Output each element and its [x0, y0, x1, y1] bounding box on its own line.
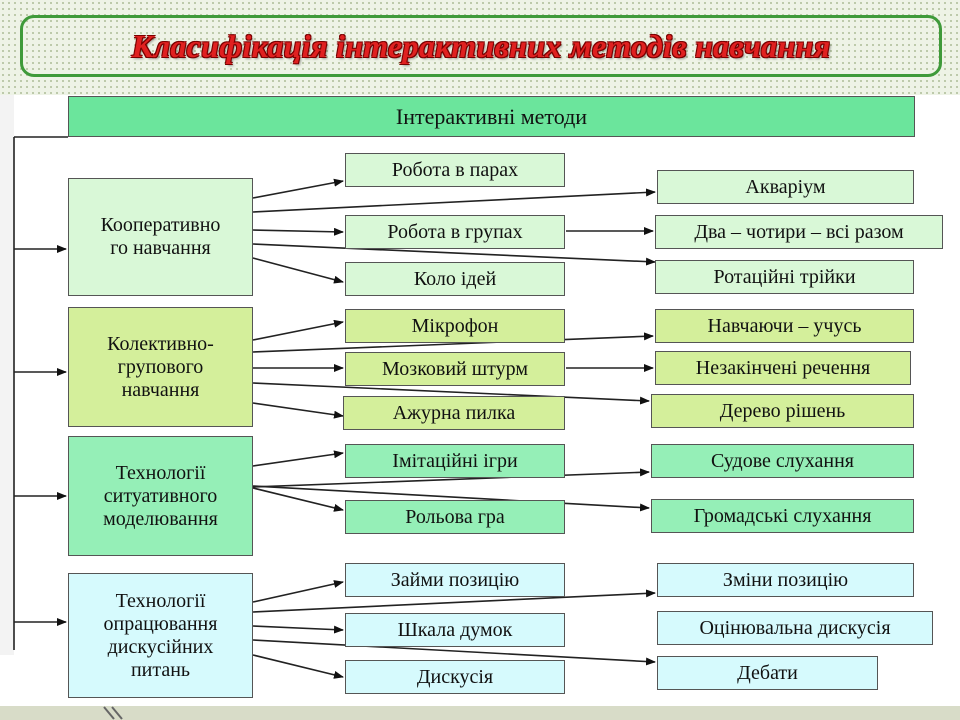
method-node: Два – чотири – всі разом: [655, 215, 943, 249]
category-label-line: Технології: [115, 461, 206, 484]
method-node: Рольова гра: [345, 500, 565, 534]
chevron-right-icon: [103, 706, 123, 720]
method-node: Шкала думок: [345, 613, 565, 647]
method-node: Робота в групах: [345, 215, 565, 249]
category-label-line: навчання: [121, 378, 200, 401]
page-title: Класифікація інтерактивних методів навча…: [131, 27, 831, 64]
category-label-line: ситуативного: [103, 484, 218, 507]
category-label-line: дискусійних: [107, 635, 214, 658]
category-label-line: питань: [130, 658, 191, 681]
method-node: Коло ідей: [345, 262, 565, 296]
bottom-bar: [0, 706, 960, 720]
root-node: Інтерактивні методи: [68, 96, 915, 137]
method-node: Робота в парах: [345, 153, 565, 187]
method-node: Навчаючи – учусь: [655, 309, 914, 343]
category-label-line: го навчання: [110, 237, 211, 259]
left-strip: [0, 95, 14, 655]
category-label-line: опрацювання: [103, 612, 218, 635]
category-label-line: Технології: [115, 589, 206, 612]
method-node: Дерево рішень: [651, 394, 914, 428]
method-node: Зміни позицію: [657, 563, 914, 597]
category-label-line: Колективно-: [107, 332, 214, 355]
method-node: Займи позицію: [345, 563, 565, 597]
method-node: Дебати: [657, 656, 878, 690]
title-banner: Класифікація інтерактивних методів навча…: [20, 15, 942, 77]
method-node: Імітаційні ігри: [345, 444, 565, 478]
category-label-line: моделювання: [103, 507, 218, 530]
method-node: Мікрофон: [345, 309, 565, 343]
method-node: Незакінчені речення: [655, 351, 911, 385]
method-node: Оцінювальна дискусія: [657, 611, 933, 645]
method-node: Ажурна пилка: [343, 396, 565, 430]
category-label-line: групового: [117, 355, 204, 378]
method-node: Ротаційні трійки: [655, 260, 914, 294]
method-node: Акваріум: [657, 170, 914, 204]
method-node: Дискусія: [345, 660, 565, 694]
category-label-line: Кооперативно: [100, 214, 221, 236]
method-node: Судове слухання: [651, 444, 914, 478]
method-node: Мозковий штурм: [345, 352, 565, 386]
method-node: Громадські слухання: [651, 499, 914, 533]
